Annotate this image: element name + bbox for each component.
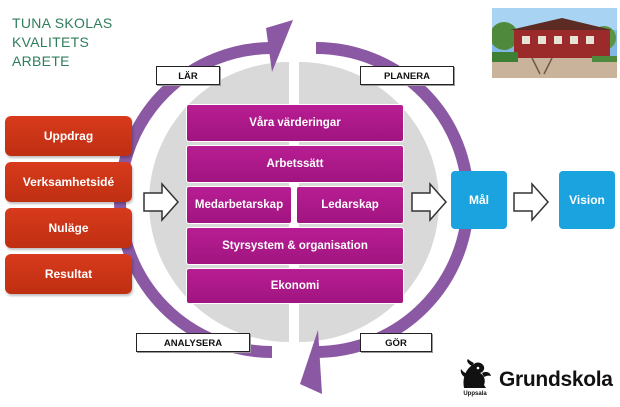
box-values: Våra värderingar (186, 104, 404, 142)
input-box-resultat: Resultat (5, 254, 132, 294)
label-gor: GÖR (360, 333, 432, 352)
input-box-verksamhetside: Verksamhetsidé (5, 162, 132, 202)
arrow-goal-to-vision (513, 182, 550, 222)
label-analysera: ANALYSERA (136, 333, 250, 352)
box-methods: Arbetssätt (186, 145, 404, 183)
arrow-center-to-goal (411, 182, 448, 222)
title-line: ARBETE (12, 53, 70, 69)
label-planera: PLANERA (360, 66, 454, 85)
box-governance: Styrsystem & organisation (186, 227, 404, 265)
seal-text: Uppsala (463, 391, 487, 397)
label-lar: LÄR (156, 66, 220, 85)
box-leadership: Ledarskap (296, 186, 404, 224)
box-staff: Medarbetarskap (186, 186, 292, 224)
input-box-uppdrag: Uppdrag (5, 116, 132, 156)
diagram-title: TUNA SKOLAS KVALITETS ARBETE (12, 14, 113, 71)
title-line: KVALITETS (12, 34, 90, 50)
input-box-nulage: Nuläge (5, 208, 132, 248)
box-economy: Ekonomi (186, 268, 404, 304)
school-building-photo (492, 8, 617, 78)
goal-box: Mål (451, 171, 507, 229)
bottom-arrowhead (300, 330, 322, 394)
grundskola-logo: Uppsala Grundskola (456, 358, 616, 402)
top-arrowhead (266, 20, 293, 72)
vision-box: Vision (559, 171, 615, 229)
arrow-inputs-to-center (143, 182, 180, 222)
uppsala-lion-seal-icon (460, 359, 491, 388)
logo-name: Grundskola (499, 368, 613, 391)
title-line: TUNA SKOLAS (12, 15, 113, 31)
